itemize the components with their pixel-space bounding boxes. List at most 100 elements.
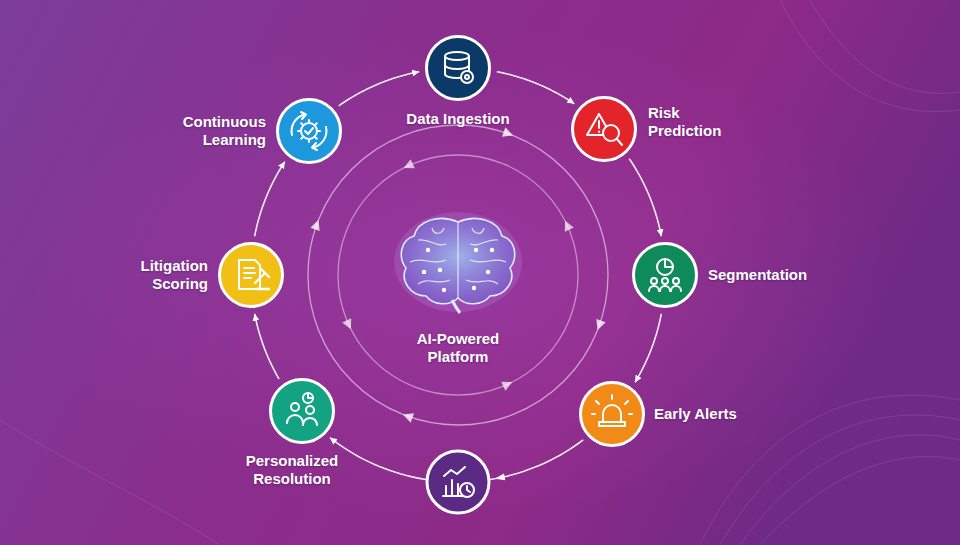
step-label: Risk Prediction xyxy=(648,104,740,140)
person-glyph xyxy=(649,286,659,291)
pie-glyph xyxy=(657,259,673,275)
warning-glyph xyxy=(598,121,600,132)
step-label: AI-Powered Platform xyxy=(403,330,513,366)
step-label: Personalized Resolution xyxy=(227,452,357,488)
gear-glyph xyxy=(315,137,317,139)
cycle-arrow xyxy=(255,314,279,379)
swirl-line xyxy=(760,457,960,545)
gear-glyph xyxy=(298,130,301,132)
step-icon xyxy=(427,451,489,513)
swirl-line xyxy=(810,0,960,93)
gear-glyph xyxy=(308,139,310,142)
ring-arrowhead xyxy=(561,219,574,232)
step-label: Continuous Learning xyxy=(156,113,266,149)
swirl-line xyxy=(700,395,960,545)
step-circle-fill xyxy=(580,382,643,445)
neural-node xyxy=(438,268,442,272)
pie-glyph xyxy=(303,393,313,403)
cycle-arrow xyxy=(629,159,661,237)
step-circle: Continuous Learning xyxy=(276,98,342,164)
swirl-line xyxy=(780,0,960,112)
arrowhead xyxy=(494,473,505,482)
label-slot: Risk Prediction xyxy=(648,104,740,140)
gear-glyph xyxy=(308,120,310,123)
gear-glyph xyxy=(301,123,317,139)
person-glyph xyxy=(306,406,314,414)
step-label: Litigation Scoring xyxy=(108,257,208,293)
brain-fold xyxy=(432,228,444,233)
step-circle-fill xyxy=(278,100,341,163)
gear-glyph xyxy=(317,130,320,132)
label-slot: Early Alerts xyxy=(654,405,769,423)
step-icon xyxy=(579,381,645,447)
gavel-glyph xyxy=(255,269,269,289)
brain-fold xyxy=(470,240,498,245)
ring-arrowhead xyxy=(401,410,414,423)
cycle-glyph xyxy=(292,115,327,148)
brain-fold xyxy=(410,260,446,262)
step-glyph xyxy=(649,259,681,291)
inner-ring xyxy=(338,155,578,395)
ring-arrowheads xyxy=(310,127,605,422)
brain-fold xyxy=(470,260,506,262)
siren-glyph xyxy=(599,422,625,426)
brain-fold xyxy=(418,240,446,245)
label-slot: Continuous Learning xyxy=(156,113,266,149)
clock-glyph xyxy=(467,486,470,492)
person-glyph xyxy=(671,286,681,291)
brain-folds xyxy=(410,222,506,298)
step-circle: Risk Prediction xyxy=(571,96,637,162)
step-icon xyxy=(218,242,284,308)
brain-fold xyxy=(466,280,498,284)
cycle-glyph xyxy=(301,112,317,150)
cycle-arrow xyxy=(497,72,575,104)
label-slot: Segmentation xyxy=(708,266,833,284)
step-circle: Early Alerts xyxy=(579,381,645,447)
person-glyph xyxy=(287,415,303,423)
step-glyph xyxy=(445,52,473,83)
siren-glyph xyxy=(592,395,632,414)
document-glyph xyxy=(244,268,255,278)
neural-node xyxy=(486,270,490,274)
brain-glow xyxy=(394,212,522,312)
ring-arrowhead xyxy=(502,127,515,140)
cycle-arrow xyxy=(255,162,285,237)
step-glyph xyxy=(287,393,317,425)
brain-fold xyxy=(457,222,458,298)
step-icon xyxy=(276,98,342,164)
gear-glyph xyxy=(465,75,469,79)
ring-arrowhead xyxy=(402,159,415,172)
pie-glyph xyxy=(665,259,673,267)
step-circle-fill xyxy=(634,244,697,307)
step-glyph xyxy=(592,395,632,426)
step-circle-fill xyxy=(220,244,283,307)
gear-glyph xyxy=(461,71,473,83)
step-icon xyxy=(269,378,335,444)
platform-core: AI-Powered Platform xyxy=(388,210,528,314)
document-glyph xyxy=(239,260,260,289)
cycle-arrow xyxy=(635,314,661,382)
swirl-line xyxy=(740,435,960,545)
ring-arrowhead xyxy=(501,378,514,391)
gear-glyph xyxy=(301,137,303,139)
person-glyph xyxy=(651,278,657,284)
step-circle: Personalized Resolution xyxy=(269,378,335,444)
neural-node xyxy=(442,288,446,292)
step-label: Segmentation xyxy=(708,266,833,284)
neural-node xyxy=(422,270,426,274)
step-circle: Litigation Scoring xyxy=(218,242,284,308)
step-icon xyxy=(425,35,491,101)
step-circle-fill xyxy=(427,37,490,100)
neural-node xyxy=(426,248,430,252)
pie-glyph xyxy=(308,393,313,398)
neural-node xyxy=(472,286,476,290)
step-glyph xyxy=(239,260,269,289)
step-icon xyxy=(571,96,637,162)
person-glyph xyxy=(291,403,299,411)
person-glyph xyxy=(673,278,679,284)
brain-stem xyxy=(452,300,460,313)
ring-arrowhead xyxy=(593,319,606,332)
